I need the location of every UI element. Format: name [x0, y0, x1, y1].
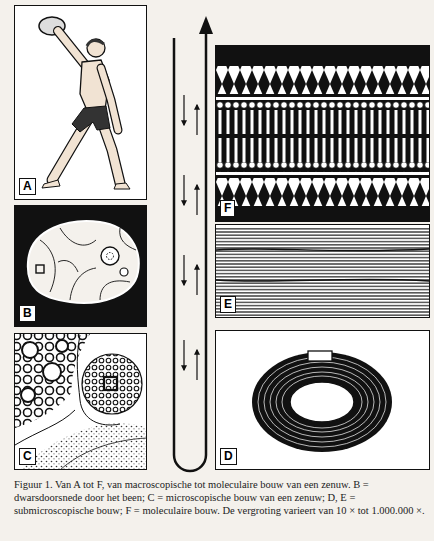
figure-caption: Figuur 1. Van A tot F, van macroscopisch…: [14, 478, 430, 517]
panel-letter: F: [220, 200, 235, 217]
panel-letter: C: [19, 448, 36, 465]
panel-letter: A: [19, 178, 36, 195]
myelin-ring: [215, 330, 430, 470]
figure-panel: D: [215, 330, 430, 470]
figure-panel: F: [215, 45, 430, 222]
discus-thrower: [14, 5, 147, 200]
panel-letter: B: [19, 305, 36, 322]
panel-letter: D: [220, 448, 237, 465]
figure-panel: C: [14, 333, 147, 470]
molecular-structure: [216, 46, 429, 221]
figure-panel: B: [14, 205, 147, 327]
nerve-microscopic: [15, 334, 146, 469]
u-arrow: [174, 16, 213, 471]
panel-letter: E: [220, 296, 236, 313]
figure-panel: E: [215, 224, 430, 318]
figure-panel: A: [14, 5, 147, 200]
myelin-lamellae: [216, 225, 429, 317]
leg-cross-section: [14, 205, 147, 327]
